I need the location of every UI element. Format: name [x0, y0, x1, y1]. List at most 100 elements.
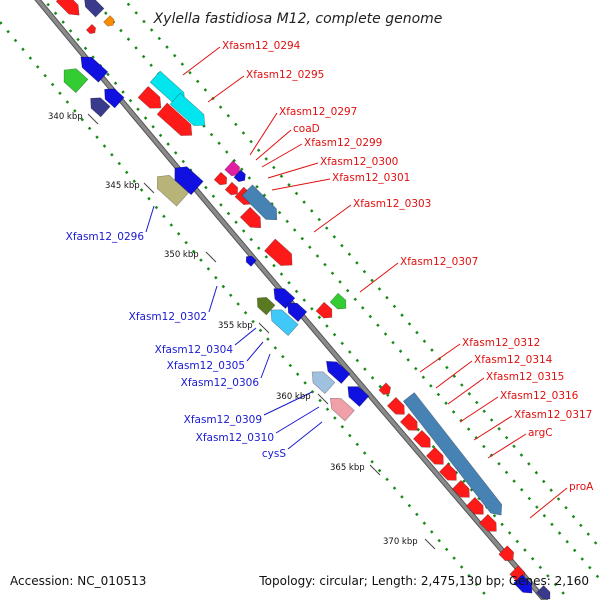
forward-gene-label[interactable]: Xfasm12_0295: [246, 69, 324, 81]
gene-feature[interactable]: [478, 513, 500, 535]
gene-feature[interactable]: [76, 52, 109, 83]
leader-line: [313, 204, 352, 233]
gene-feature[interactable]: [283, 298, 308, 322]
gene-feature[interactable]: [86, 93, 111, 118]
gene-feature[interactable]: [169, 161, 204, 196]
forward-gene-label[interactable]: Xfasm12_0317: [514, 409, 592, 421]
tick-label: 360 kbp: [276, 392, 311, 402]
reverse-gene-label[interactable]: cysS: [262, 448, 286, 460]
gene-feature[interactable]: [100, 84, 125, 109]
tick-mark: [317, 393, 329, 405]
gene-feature[interactable]: [224, 181, 241, 197]
tick-label: 340 kbp: [48, 112, 83, 122]
gene-feature[interactable]: [213, 171, 230, 187]
label-leaders: [145, 46, 568, 519]
gene-feature[interactable]: [386, 396, 408, 418]
forward-gene-label[interactable]: Xfasm12_0316: [500, 390, 579, 402]
gene-feature[interactable]: [425, 446, 447, 468]
leader-line: [208, 285, 218, 313]
leader-line: [487, 433, 527, 459]
gene-feature[interactable]: [322, 356, 351, 384]
gene-feature[interactable]: [329, 292, 350, 313]
leader-line: [145, 205, 155, 233]
gene-feature[interactable]: [513, 574, 537, 598]
forward-gene-label[interactable]: Xfasm12_0314: [474, 354, 553, 366]
reverse-gene-label[interactable]: Xfasm12_0296: [66, 231, 145, 243]
gene-feature[interactable]: [378, 382, 393, 397]
gene-feature[interactable]: [315, 301, 336, 322]
forward-gene-label[interactable]: coaD: [293, 123, 320, 135]
tick-mark: [258, 322, 270, 334]
gene-feature[interactable]: [498, 545, 517, 564]
gene-feature[interactable]: [233, 169, 248, 184]
gene-features: [55, 0, 554, 600]
gene-feature[interactable]: [239, 206, 265, 232]
gene-feature[interactable]: [253, 293, 276, 316]
leader-line: [261, 143, 303, 168]
forward-gene-label[interactable]: proA: [569, 481, 594, 493]
leader-line: [255, 129, 292, 161]
gene-feature[interactable]: [156, 102, 197, 141]
leader-line: [249, 112, 278, 156]
reverse-gene-label[interactable]: Xfasm12_0305: [167, 360, 245, 372]
gene-feature[interactable]: [266, 304, 299, 337]
tick-mark: [205, 251, 217, 263]
forward-gene-label[interactable]: Xfasm12_0299: [304, 137, 382, 149]
forward-gene-label[interactable]: Xfasm12_0294: [222, 40, 301, 52]
leader-line: [473, 415, 513, 441]
gene-feature[interactable]: [343, 381, 370, 407]
gene-feature[interactable]: [169, 92, 210, 131]
reverse-gene-label[interactable]: Xfasm12_0304: [155, 344, 234, 356]
topology-text: Topology: circular; Length: 2,475,130 bp…: [259, 574, 589, 588]
gene-feature[interactable]: [412, 429, 434, 451]
leader-line: [234, 327, 257, 346]
reverse-gene-label[interactable]: Xfasm12_0309: [184, 414, 262, 426]
forward-gene-label[interactable]: Xfasm12_0300: [320, 156, 398, 168]
leader-line: [207, 75, 245, 103]
gene-feature[interactable]: [264, 238, 297, 271]
leader-line: [529, 487, 568, 519]
gene-feature[interactable]: [326, 393, 355, 422]
gene-feature[interactable]: [55, 0, 84, 20]
map-title: Xylella fastidiosa M12, complete genome: [153, 11, 443, 27]
gene-feature[interactable]: [58, 63, 89, 94]
tick-mark: [424, 538, 436, 550]
tick-label: 370 kbp: [383, 537, 418, 547]
gene-feature[interactable]: [103, 15, 117, 29]
gene-feature[interactable]: [80, 0, 105, 18]
tick-mark: [369, 464, 381, 476]
gene-feature[interactable]: [536, 585, 554, 600]
leader-line: [263, 391, 313, 416]
gene-feature[interactable]: [438, 462, 460, 484]
tick-mark: [143, 182, 155, 194]
forward-gene-label[interactable]: Xfasm12_0312: [462, 337, 540, 349]
gene-feature[interactable]: [85, 23, 97, 35]
accession-text: Accession: NC_010513: [10, 574, 147, 588]
forward-gene-label[interactable]: Xfasm12_0315: [486, 371, 564, 383]
gene-feature[interactable]: [137, 85, 166, 113]
gene-feature[interactable]: [451, 479, 473, 501]
reverse-gene-label[interactable]: Xfasm12_0302: [129, 311, 207, 323]
forward-gene-label[interactable]: argC: [528, 427, 553, 439]
gene-feature[interactable]: [307, 366, 336, 395]
gene-feature[interactable]: [151, 170, 190, 207]
gene-feature[interactable]: [465, 496, 487, 518]
forward-gene-label[interactable]: Xfasm12_0297: [279, 106, 357, 118]
forward-gene-label[interactable]: Xfasm12_0303: [353, 198, 431, 210]
gene-feature[interactable]: [402, 392, 506, 520]
gene-feature[interactable]: [224, 160, 243, 179]
leader-line: [246, 341, 264, 362]
gene-feature[interactable]: [241, 184, 282, 225]
forward-gene-label[interactable]: Xfasm12_0307: [400, 256, 478, 268]
tick-label: 355 kbp: [218, 321, 253, 331]
reverse-gene-label[interactable]: Xfasm12_0306: [181, 377, 260, 389]
forward-gene-label[interactable]: Xfasm12_0301: [332, 172, 410, 184]
gene-feature[interactable]: [399, 412, 421, 434]
gene-feature[interactable]: [244, 254, 257, 267]
reverse-gene-label[interactable]: Xfasm12_0310: [196, 432, 274, 444]
guide-track: [122, 0, 600, 551]
leader-line: [359, 262, 399, 293]
